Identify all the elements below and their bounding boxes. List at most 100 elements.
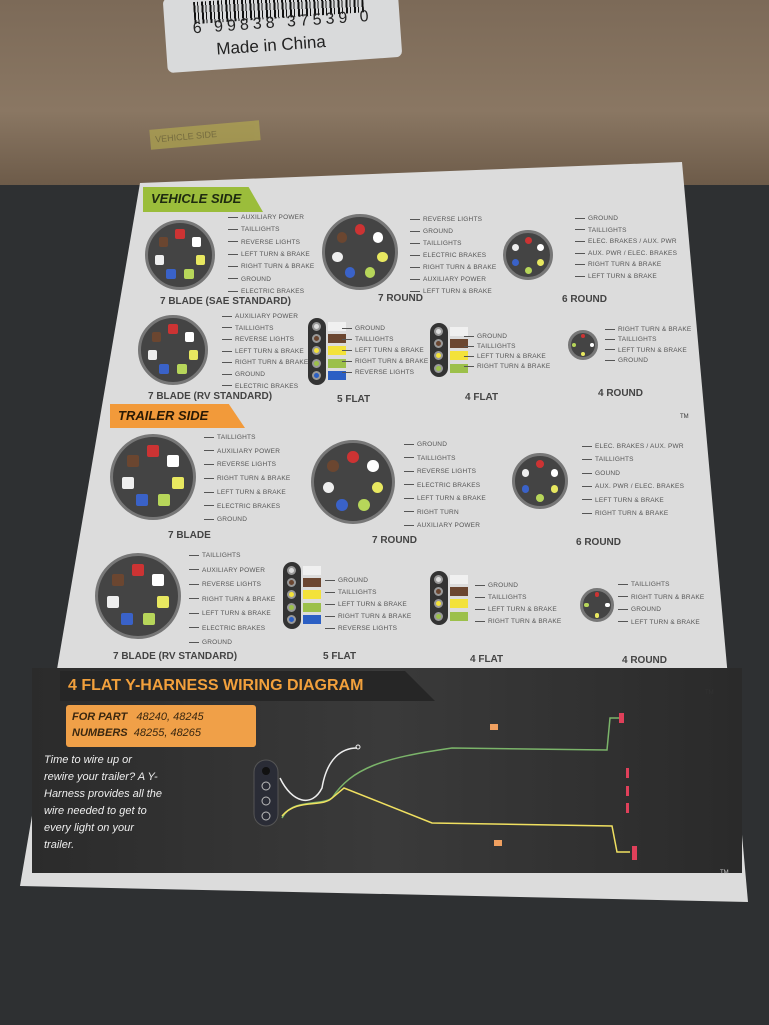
connector-pin bbox=[172, 476, 185, 489]
pin-function-label: TAILLIGHTS bbox=[605, 336, 657, 343]
wire-color-swatch bbox=[303, 614, 321, 624]
pin-function-label: TAILLIGHTS bbox=[342, 336, 394, 343]
pin-function-label: GROUND bbox=[575, 215, 618, 222]
connector-pin bbox=[177, 364, 187, 374]
connector-pin bbox=[354, 223, 366, 235]
pin-function-label: GROUND bbox=[204, 516, 247, 523]
vehicle-side-header: VEHICLE SIDE bbox=[143, 187, 263, 212]
connector-pin bbox=[332, 251, 344, 263]
connector-pin bbox=[604, 602, 610, 608]
pin-function-label: REVERSE LIGHTS bbox=[189, 581, 261, 588]
tail-light bbox=[632, 846, 637, 860]
round-connector-face bbox=[311, 440, 395, 524]
connector-pin bbox=[571, 342, 577, 348]
pin-function-label: GROUND bbox=[618, 606, 661, 613]
connector-pin bbox=[434, 363, 443, 373]
round-connector-face bbox=[322, 214, 398, 290]
pin-function-label: AUX. PWR / ELEC. BRAKES bbox=[575, 250, 677, 257]
connector-pin bbox=[521, 485, 530, 494]
connector-title: 7 BLADE (RV STANDARD) bbox=[148, 391, 273, 402]
connector-pin bbox=[152, 573, 165, 586]
connector-pin bbox=[154, 254, 165, 265]
pin-function-label: GROUND bbox=[189, 639, 232, 646]
connector-pin bbox=[157, 595, 170, 608]
pin-function-label: LEFT TURN & BRAKE bbox=[204, 489, 286, 496]
pin-function-label: REVERSE LIGHTS bbox=[404, 468, 476, 475]
wire-color-swatch bbox=[450, 599, 468, 609]
pin-function-label: RIGHT TURN & BRAKE bbox=[410, 264, 496, 271]
connector-pin bbox=[372, 232, 384, 244]
connector-pin bbox=[376, 251, 388, 263]
connector-pin bbox=[336, 232, 348, 244]
wire-color-swatch bbox=[450, 327, 468, 336]
round-connector-face bbox=[503, 230, 553, 280]
white-wire bbox=[279, 747, 358, 802]
part-numbers-box: FOR PART 48240, 48245 NUMBERS 48255, 482… bbox=[66, 705, 256, 747]
connector-pin bbox=[120, 613, 133, 626]
pin-function-label: RIGHT TURN & BRAKE bbox=[204, 475, 290, 482]
connector-pin bbox=[550, 468, 559, 477]
connector-title: 5 FLAT bbox=[323, 651, 357, 662]
flat-connector-plug bbox=[308, 318, 326, 385]
connector-pin bbox=[434, 575, 443, 584]
pin-function-label: GROUND bbox=[464, 333, 507, 340]
connector-pin bbox=[147, 349, 158, 360]
wire-color-swatch bbox=[303, 590, 321, 600]
blade-connector-face bbox=[110, 434, 196, 520]
barcode-sticker: 6 99838 37539 0 Made in China bbox=[162, 0, 403, 74]
connector-pin bbox=[336, 498, 348, 511]
clearance-light bbox=[626, 768, 629, 778]
connector-title: 7 ROUND bbox=[378, 293, 424, 304]
connector-pin bbox=[191, 237, 202, 247]
wire-color-swatch bbox=[450, 363, 468, 373]
made-in-label: Made in China bbox=[215, 32, 327, 59]
pin-function-label: RIGHT TURN bbox=[404, 509, 459, 516]
connector-pin bbox=[312, 346, 321, 356]
pin-function-label: RIGHT TURN & BRAKE bbox=[475, 618, 561, 625]
connector-pin bbox=[521, 468, 530, 477]
connector-pin bbox=[287, 614, 296, 624]
connector-title: 7 BLADE (RV STANDARD) bbox=[113, 651, 238, 662]
wire-color-swatch bbox=[450, 351, 468, 361]
connector-pin bbox=[550, 485, 559, 494]
pin-function-label: AUXILIARY POWER bbox=[228, 214, 304, 221]
round-connector-face bbox=[512, 453, 568, 509]
pin-function-label: LEFT TURN & BRAKE bbox=[618, 619, 700, 626]
pin-function-label: TAILLIGHTS bbox=[325, 589, 377, 596]
connector-title: 7 BLADE (SAE STANDARD) bbox=[160, 296, 291, 307]
green-wire bbox=[281, 717, 620, 819]
connector-pin bbox=[322, 481, 335, 494]
pin-function-label: GROUND bbox=[605, 357, 648, 364]
connector-pin bbox=[146, 445, 159, 458]
connector-pin bbox=[536, 460, 544, 469]
connector-pin bbox=[287, 602, 296, 612]
connector-pin bbox=[589, 342, 595, 348]
connector-pin bbox=[158, 494, 171, 507]
connector-pin bbox=[434, 587, 443, 597]
connector-pin bbox=[106, 595, 119, 608]
trademark: TM bbox=[680, 414, 689, 420]
pin-function-label: GROUND bbox=[228, 276, 271, 283]
pin-function-label: ELECTRIC BRAKES bbox=[189, 625, 265, 632]
connector-title: 7 ROUND bbox=[372, 535, 418, 546]
pin-function-label: ELECTRIC BRAKES bbox=[228, 288, 304, 295]
pin-function-label: AUXILIARY POWER bbox=[222, 313, 298, 320]
connector-pin bbox=[184, 269, 194, 279]
pin-function-label: LEFT TURN & BRAKE bbox=[228, 251, 310, 258]
box-faded-tag: VEHICLE SIDE bbox=[149, 120, 261, 150]
pin-function-label: RIGHT TURN & BRAKE bbox=[464, 363, 550, 370]
connector-pin bbox=[184, 332, 195, 342]
part-label: NUMBERS bbox=[72, 727, 128, 739]
wire-color-swatch bbox=[328, 346, 346, 356]
pin-function-label: ELECTRIC BRAKES bbox=[222, 383, 298, 390]
pin-function-label: AUX. PWR / ELEC. BRAKES bbox=[582, 483, 684, 490]
pin-function-label: RIGHT TURN & BRAKE bbox=[325, 613, 411, 620]
connector-pin bbox=[131, 564, 144, 577]
connector-title: 4 FLAT bbox=[470, 654, 504, 665]
connector-pin bbox=[344, 267, 356, 278]
pin-function-label: ELEC. BRAKES / AUX. PWR bbox=[582, 443, 684, 450]
connector-pin bbox=[524, 266, 532, 274]
pin-function-label: REVERSE LIGHTS bbox=[410, 216, 482, 223]
connector-pin bbox=[358, 498, 370, 511]
pin-function-label: LEFT TURN & BRAKE bbox=[342, 347, 424, 354]
